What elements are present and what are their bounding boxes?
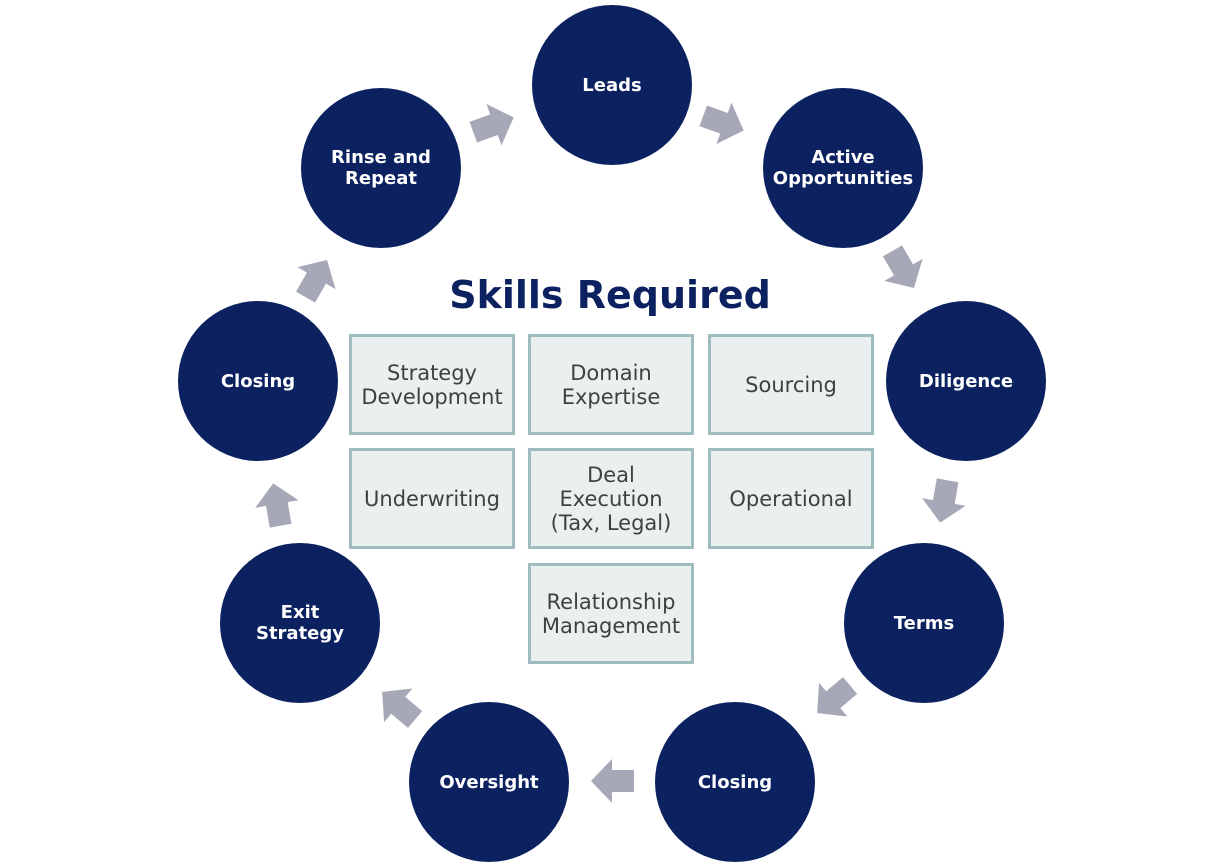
cycle-node-closing-left: Closing: [178, 301, 338, 461]
cycle-node-diligence: Diligence: [886, 301, 1046, 461]
cycle-node-label: Exit Strategy: [255, 602, 345, 644]
cycle-node-closing-bottom: Closing: [655, 702, 815, 862]
right-arrow-icon: [917, 474, 970, 527]
skill-label: Underwriting: [364, 486, 500, 511]
cycle-node-label: Closing: [220, 370, 296, 392]
skill-label: Domain Expertise: [561, 360, 661, 409]
right-arrow-icon: [590, 758, 636, 804]
skill-box-underwriting: Underwriting: [349, 448, 515, 549]
cycle-node-active-opportunities: Active Opportunities: [763, 88, 923, 248]
skill-label: Deal Execution (Tax, Legal): [550, 462, 672, 535]
skill-label: Sourcing: [745, 372, 837, 397]
cycle-node-label: Active Opportunities: [772, 147, 914, 189]
cycle-node-terms: Terms: [844, 543, 1004, 703]
skill-box-strategy-development: Strategy Development: [349, 334, 515, 435]
right-arrow-icon: [367, 674, 432, 739]
cycle-node-label: Oversight: [439, 771, 539, 793]
skill-label: Operational: [729, 486, 853, 511]
skill-label: Relationship Management: [541, 589, 681, 638]
cycle-node-label: Diligence: [918, 370, 1014, 392]
skill-box-domain-expertise: Domain Expertise: [528, 334, 694, 435]
right-arrow-icon: [464, 96, 523, 155]
cycle-node-label: Closing: [697, 771, 773, 793]
cycle-node-label: Rinse and Repeat: [331, 147, 431, 189]
skill-box-operational: Operational: [708, 448, 874, 549]
cycle-node-rinse-and-repeat: Rinse and Repeat: [301, 88, 461, 248]
skill-label: Strategy Development: [361, 360, 503, 409]
diagram-title: Skills Required: [449, 273, 771, 317]
cycle-node-label: Leads: [582, 74, 642, 96]
cycle-node-oversight: Oversight: [409, 702, 569, 862]
right-arrow-icon: [250, 478, 303, 531]
right-arrow-icon: [285, 248, 348, 311]
cycle-node-leads: Leads: [532, 5, 692, 165]
cycle-node-exit-strategy: Exit Strategy: [220, 543, 380, 703]
skill-box-deal-execution: Deal Execution (Tax, Legal): [528, 448, 694, 549]
right-arrow-icon: [802, 667, 867, 732]
right-arrow-icon: [872, 238, 935, 301]
skill-box-sourcing: Sourcing: [708, 334, 874, 435]
right-arrow-icon: [694, 94, 753, 153]
skill-box-relationship-management: Relationship Management: [528, 563, 694, 664]
cycle-node-label: Terms: [893, 612, 955, 634]
